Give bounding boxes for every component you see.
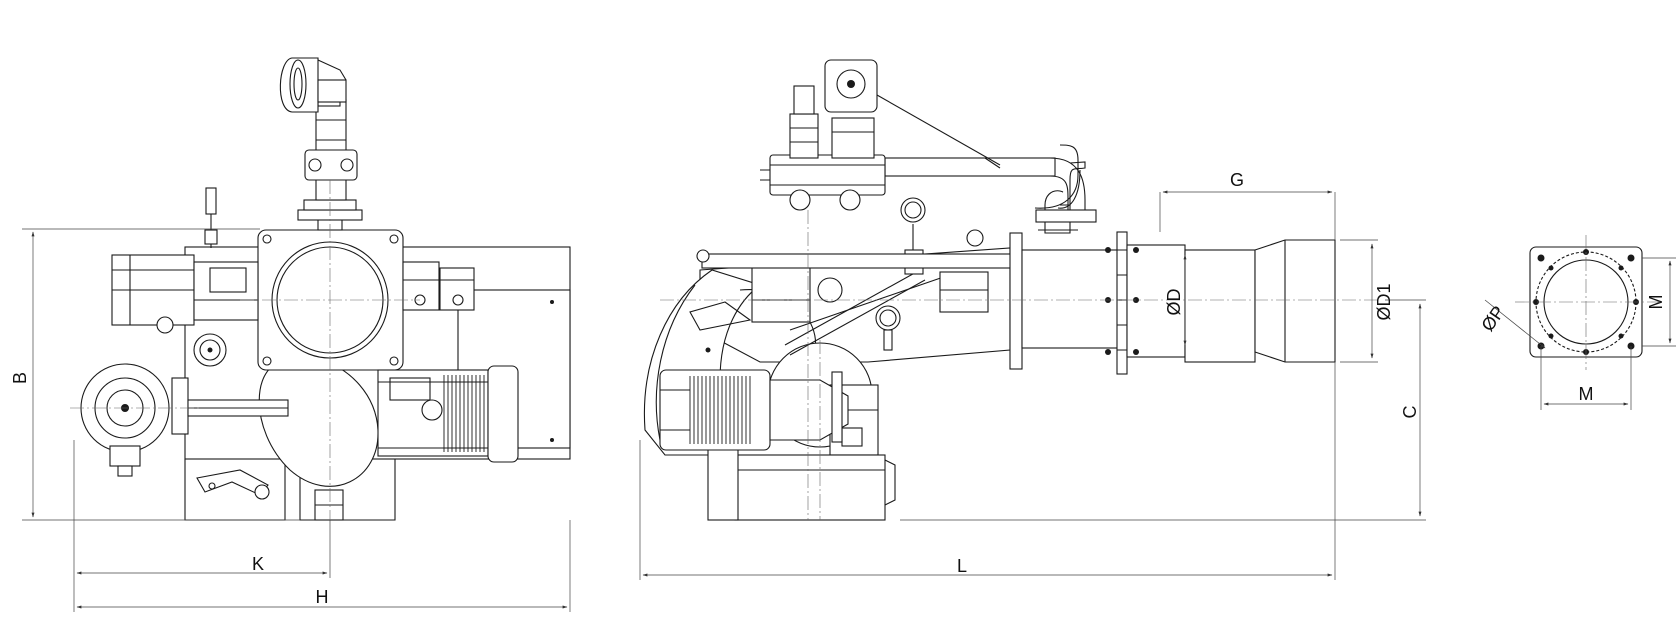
- flange-view-dimensions: [1484, 257, 1676, 410]
- side-base: [734, 454, 886, 521]
- side-view: [643, 59, 1380, 521]
- side-mounting-plate: [1009, 232, 1023, 370]
- blast-tube: [1184, 249, 1256, 363]
- flange-view: [1515, 235, 1660, 370]
- dimension-label-h: H: [316, 587, 329, 607]
- dimension-label-m-horizontal: M: [1579, 384, 1594, 404]
- dimension-label-g: G: [1230, 170, 1244, 190]
- combustion-head: [1254, 239, 1336, 363]
- dimension-label-c: C: [1400, 406, 1420, 419]
- side-view-dimensions: [639, 190, 1426, 580]
- dimension-label-od: ØD: [1164, 288, 1184, 315]
- gas-supply-pipe: [884, 157, 1056, 177]
- motor-side-body: [659, 369, 771, 451]
- dimension-label-op: ØP: [1477, 302, 1508, 335]
- dimension-label-b: B: [10, 372, 30, 384]
- gas-valve-train: [769, 154, 886, 196]
- side-boiler-flange: [1116, 231, 1128, 375]
- dimension-label-k: K: [252, 554, 264, 574]
- side-control-box: [751, 259, 811, 323]
- fan-volute: [258, 359, 379, 487]
- dimension-label-m-vertical: M: [1646, 295, 1666, 310]
- motor-front-fins: [443, 375, 485, 452]
- motor-side-fins: [689, 376, 751, 444]
- dimension-label-od1: ØD1: [1374, 283, 1394, 320]
- front-view-dimensions: [22, 228, 571, 612]
- dimension-label-l: L: [957, 556, 967, 576]
- front-view: [70, 57, 571, 521]
